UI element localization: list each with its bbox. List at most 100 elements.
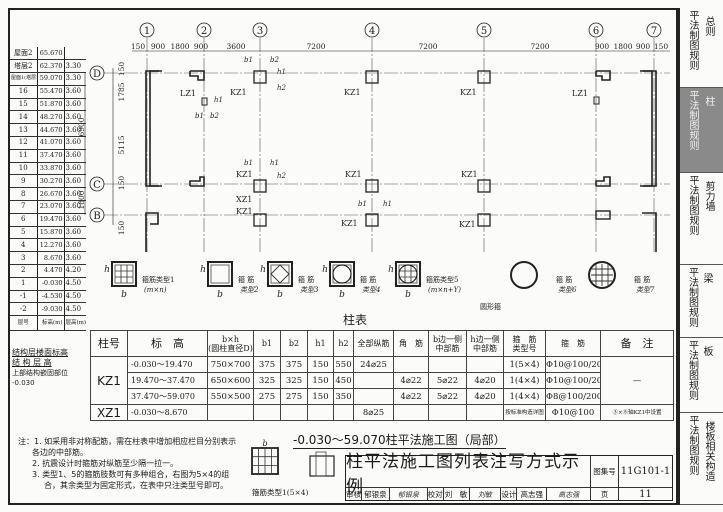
axis-bubble-D (89, 65, 105, 81)
hoop-type-3-icon (267, 261, 293, 287)
side-tab-category: 平法制图规则 (687, 415, 698, 475)
hoop-example-split-icon (309, 455, 335, 477)
hoop-inner (270, 264, 290, 284)
wall-axis-1-lower (145, 212, 159, 252)
hoop-dim-h: h (322, 265, 328, 275)
floor-cell: 3.60 (64, 238, 86, 253)
hoop-dim-h: h (200, 265, 206, 275)
column-label-kz1: KZ1 (344, 88, 361, 97)
hoop-type-4-icon (329, 261, 355, 287)
floor-cell: 10 (10, 162, 37, 176)
column-header: b2 (280, 330, 308, 357)
hoop-dim-h: h (388, 265, 394, 275)
side-tab-3[interactable]: 平法制图规则梁 (680, 265, 723, 338)
floor-cell: -2 (10, 302, 37, 317)
hoop-type-label: 箍 筋 (360, 275, 376, 284)
table-cell: 150 (307, 388, 334, 405)
hoop-dim-b: b (339, 290, 345, 300)
hoop-type-label: 箍 筋 (238, 275, 254, 284)
axis-bubble-2 (196, 22, 212, 38)
atlas-label: 图集号 (591, 456, 619, 488)
floor-cell: 12.270 (36, 238, 65, 253)
axis-bubble-C (89, 176, 105, 192)
floor-table-legend: 结构层楼面标高 结 构 层 高 上部结构嵌固部位 -0.030 (12, 348, 68, 388)
dimension-symbol: b2 (210, 112, 219, 120)
drawing-subtitle: -0.030～59.070柱平法施工图（局部） (293, 433, 506, 449)
table-cell: 275 (280, 388, 308, 405)
column-kz1 (253, 70, 267, 84)
hoop-dim-b: b (262, 439, 267, 448)
floor-cell: 15.870 (36, 226, 65, 240)
table-cell: ③×⑧轴KZ1中设置 (600, 404, 674, 421)
floor-elevation-table: 屋面265.670塔层262.3703.30屋面1(塔层1)59.0703.30… (10, 47, 86, 332)
column-label-lz1: LZ1 (180, 89, 196, 98)
hoop-example-inner (315, 451, 327, 477)
check-signature: 刘敏 (470, 488, 502, 501)
axis-bubble-1 (139, 22, 155, 38)
floor-cell: 48.270 (36, 110, 65, 125)
table-cell: 1(5×4) (503, 356, 546, 373)
table-cell: 19.470～37.470 (127, 372, 208, 389)
axis-label-D: D (93, 69, 101, 80)
top-dimension: 150 (131, 42, 146, 51)
floor-cell: 3.30 (64, 59, 86, 74)
floor-cell: 屋面1(塔层1) (10, 72, 37, 86)
column-kz1 (365, 70, 379, 84)
column-header: h2 (333, 330, 354, 357)
top-dimension: 900 (636, 42, 651, 51)
table-cell: Φ10@100/200 (545, 356, 601, 373)
table-cell (207, 404, 254, 421)
column-kz1 (477, 70, 491, 84)
note-3: 3. 类型1、5的箍筋肢数可有多种组合，右图为5×4的组合，其余类型为固定形式，… (32, 470, 230, 490)
circle-hoop-label: 圆形箍 (480, 302, 501, 311)
floor-cell: 3.60 (64, 174, 86, 189)
floor-cell: 3.60 (64, 136, 86, 150)
top-dimension: 7200 (306, 42, 325, 51)
hoop-example-label: 箍筋类型1(5×4) (252, 487, 309, 497)
side-tab-5[interactable]: 平法制图规则楼板相关构造 (680, 413, 723, 505)
wall-stub-lower (595, 210, 611, 220)
floor-cell: 4.50 (64, 290, 86, 304)
table-cell: 375 (253, 356, 281, 373)
side-tab-2[interactable]: 平法制图规则剪力墙 (680, 173, 723, 265)
drawing-title: 柱平法施工图列表注写方式示例 (346, 452, 591, 497)
side-tab-4[interactable]: 平法制图规则板 (680, 338, 723, 413)
side-tab-label: 板 (701, 346, 712, 356)
review-name: 郁银泉 (362, 488, 390, 501)
table-cell (428, 356, 467, 373)
hoop-type-6-icon (510, 261, 538, 289)
hoop-type-label: 箍 筋 (298, 275, 314, 284)
note-1: 注：1. 如采用非对称配筋，需在柱表中增加相应栏目分别表示各边的中部筋。 (18, 437, 237, 457)
dimension-symbol: b2 (270, 56, 279, 64)
hoop-type-label: 箍筋类型5 (426, 275, 458, 284)
axis-bubble-6 (588, 22, 604, 38)
table-cell: 1(4×4) (503, 388, 546, 405)
side-tab-label: 剪力墙 (703, 181, 714, 211)
floor-cell: 3.60 (64, 149, 86, 163)
floor-header-row: 层号标高(m)层高(m) (10, 315, 86, 332)
floor-cell: -4.530 (36, 290, 65, 304)
axis-label-6: 6 (593, 26, 599, 37)
check-name: 刘 敏 (444, 488, 470, 501)
side-tab-0[interactable]: 平法制图规则总则 (680, 8, 723, 88)
column-table-title: 柱表 (343, 312, 367, 327)
hoop-dim-b: b (405, 290, 411, 300)
left-dimension: 5115 (117, 135, 126, 154)
design-name: 高志强 (517, 488, 548, 501)
column-header: b×h (圆柱直径D) (207, 330, 254, 357)
hoop-circle (398, 264, 418, 284)
dimension-symbol: h1 (383, 200, 392, 208)
floor-cell: 19.470 (36, 213, 65, 227)
side-tab-1[interactable]: 平法制图规则柱 (680, 88, 723, 173)
table-cell: 5⌀22 (428, 372, 467, 389)
